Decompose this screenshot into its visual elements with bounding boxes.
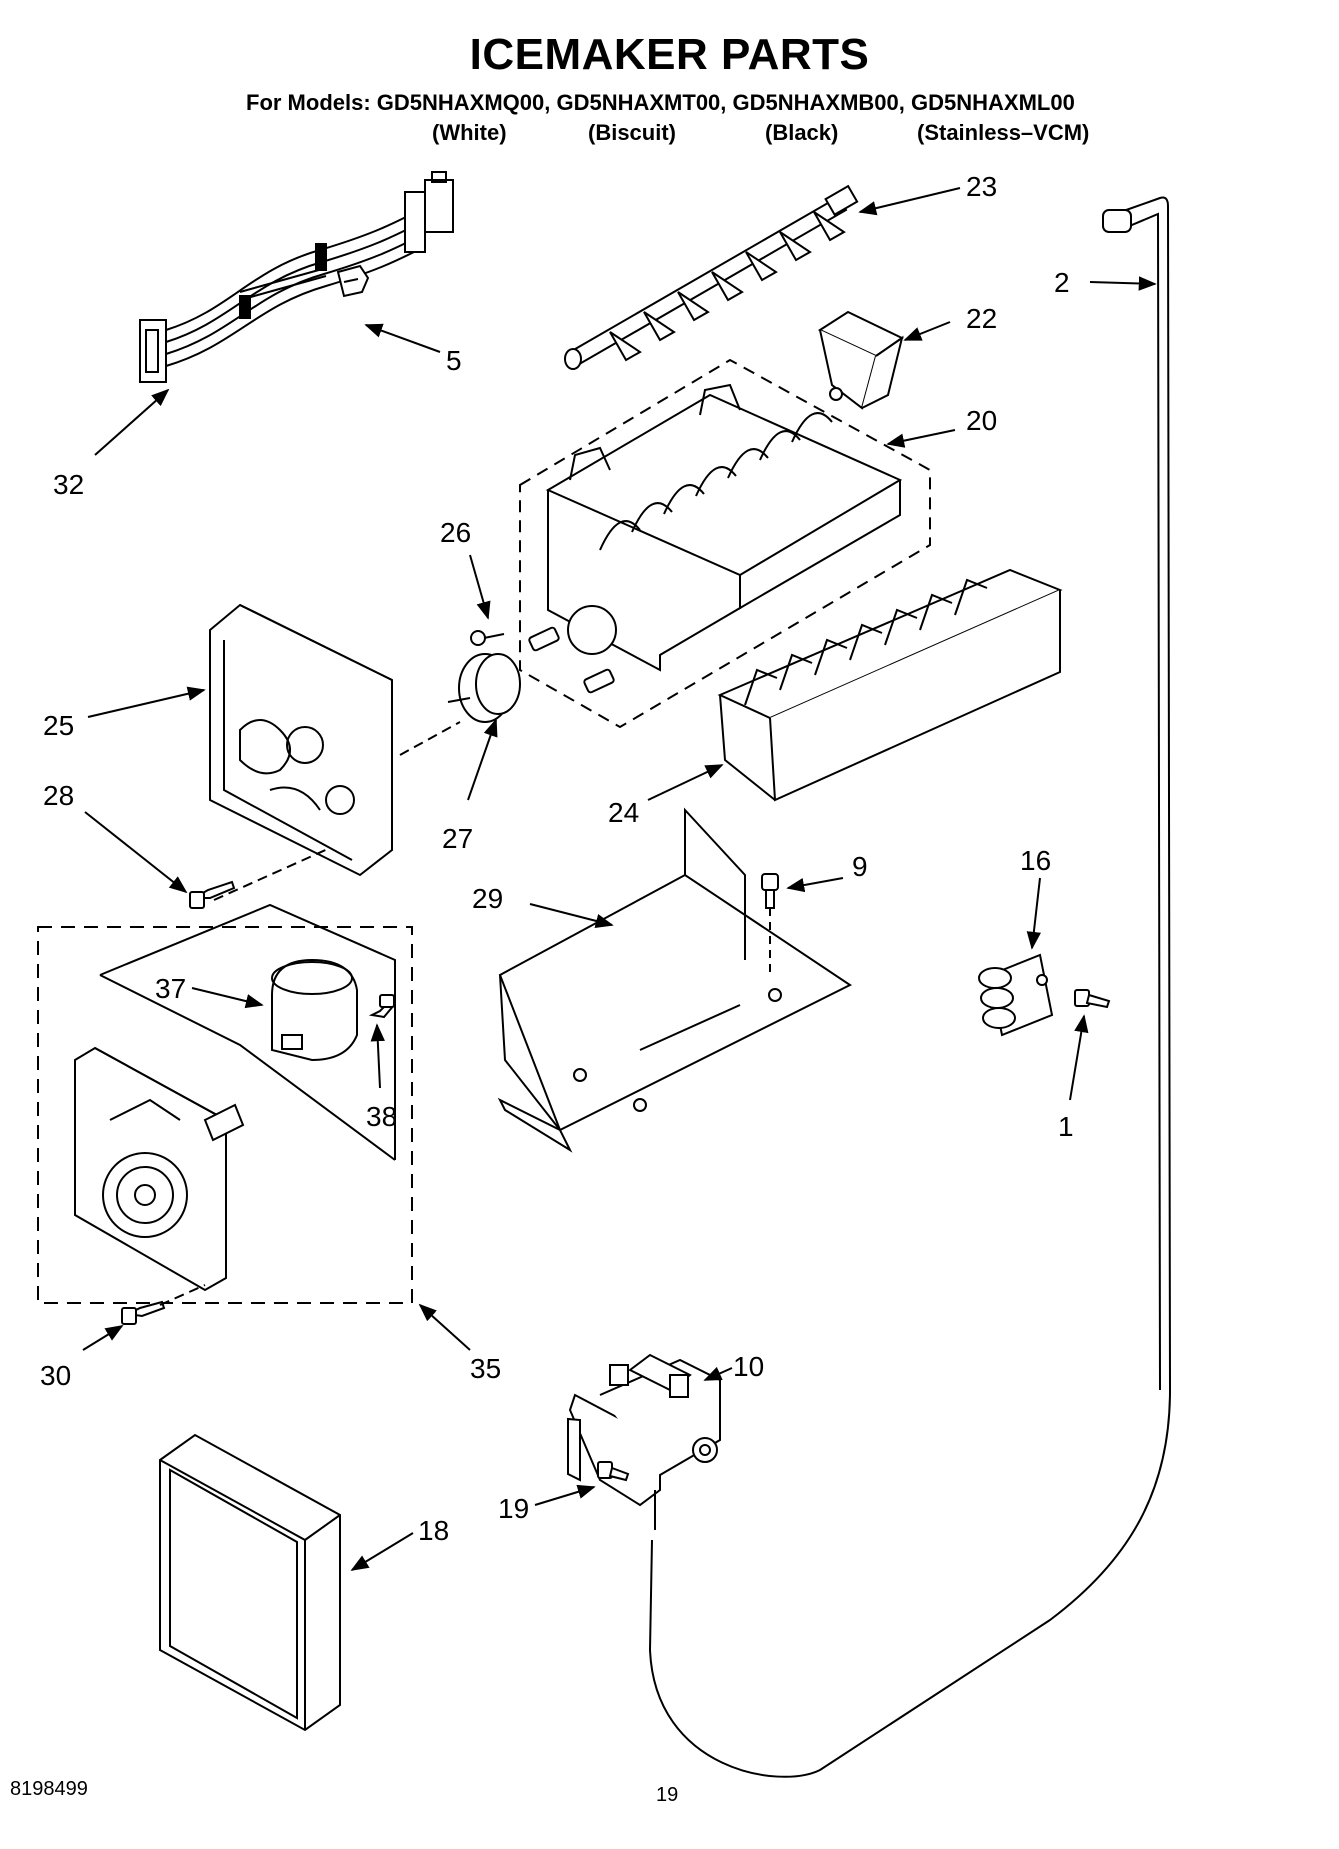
clip-16-part [978, 953, 1054, 1037]
fill-cup-part [817, 310, 904, 410]
icemaker-mold-group-outline [519, 358, 931, 729]
callout-29: 29 [472, 883, 503, 914]
callout-24: 24 [608, 797, 639, 828]
callout-35: 35 [470, 1353, 501, 1384]
callout-25: 25 [43, 710, 74, 741]
screw-9-part [761, 873, 779, 909]
motor-module-part [74, 903, 396, 1292]
mold-heater-part [717, 568, 1063, 802]
wire-clip-part [336, 264, 370, 298]
motor-group-box [37, 926, 413, 1304]
ejector-part [564, 184, 859, 370]
wire-harness-part [139, 171, 454, 383]
document-number: 8198499 [10, 1778, 88, 1800]
callout-16: 16 [1020, 845, 1051, 876]
page-title: ICEMAKER PARTS [469, 30, 870, 79]
fill-tube-part [648, 196, 1172, 1778]
coupler-part [399, 630, 521, 756]
callout-2: 2 [1054, 267, 1070, 298]
callout-32: 32 [53, 469, 84, 500]
callout-5: 5 [446, 345, 462, 376]
callout-19: 19 [498, 1493, 529, 1524]
callout-28: 28 [43, 780, 74, 811]
finish-stainless: (Stainless–VCM) [917, 120, 1090, 145]
callout-22: 22 [966, 303, 997, 334]
screw-28-part [189, 880, 236, 909]
screw-19-part [597, 1461, 630, 1482]
screw-1-part [1074, 989, 1111, 1009]
screw-30-part [121, 1300, 166, 1325]
models-line: For Models: GD5NHAXMQ00, GD5NHAXMT00, GD… [246, 90, 1075, 115]
callout-30: 30 [40, 1360, 71, 1391]
water-valve-part [567, 1353, 721, 1507]
page-number: 19 [656, 1784, 679, 1806]
callout-20: 20 [966, 405, 997, 436]
control-module-housing-part [209, 603, 393, 877]
callout-37: 37 [155, 973, 186, 1004]
callout-1: 1 [1058, 1111, 1074, 1142]
cover-18-part [159, 1433, 341, 1732]
mounting-bracket-part [497, 807, 852, 1153]
callout-23: 23 [966, 171, 997, 202]
screw-38-part [368, 994, 396, 1019]
motor-37-part [271, 958, 358, 1062]
callout-38: 38 [366, 1101, 397, 1132]
callout-18: 18 [418, 1515, 449, 1546]
finish-black: (Black) [765, 120, 839, 145]
finish-biscuit: (Biscuit) [588, 120, 676, 145]
ice-mold-part [528, 383, 903, 694]
callout-26: 26 [440, 517, 471, 548]
leader-lines [82, 187, 1157, 1571]
callout-10: 10 [733, 1351, 764, 1382]
callout-9: 9 [852, 851, 868, 882]
finish-white: (White) [432, 120, 507, 145]
callout-27: 27 [442, 823, 473, 854]
